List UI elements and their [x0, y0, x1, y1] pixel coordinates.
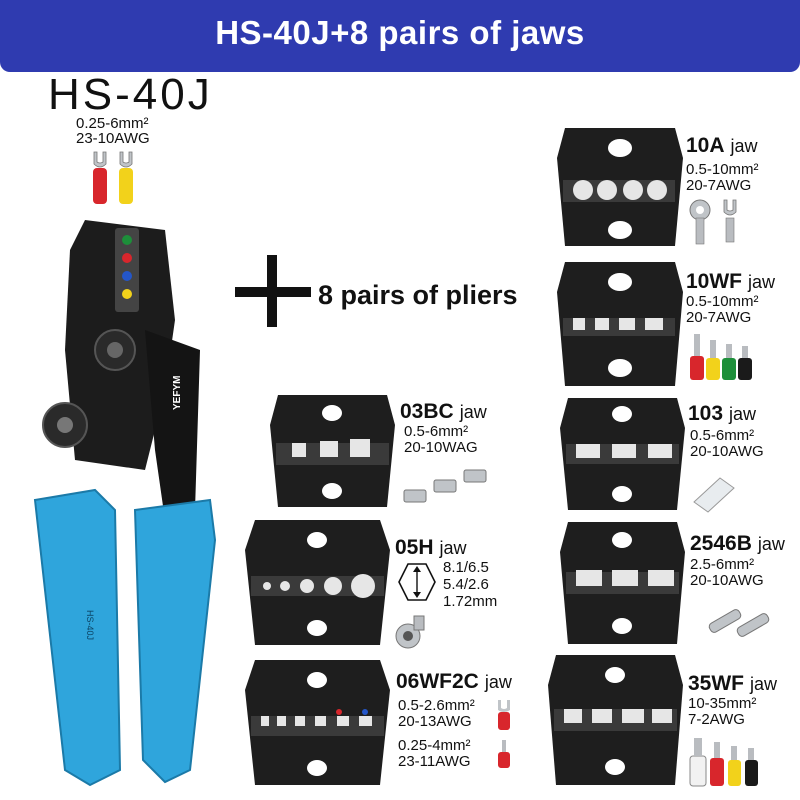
plus-icon	[235, 255, 311, 327]
jaw-10wf-image	[557, 262, 683, 386]
jaw-03bc-image	[270, 395, 395, 507]
crimper-tool-image: HS-40J YEFYM	[33, 220, 217, 787]
jaw-2546b-image	[560, 522, 685, 644]
ferrule-terminals-image	[690, 334, 752, 380]
svg-text:YEFYM: YEFYM	[172, 376, 183, 410]
large-ferrule-terminals-image	[689, 738, 758, 787]
product-spec-mm: 0.25-6mm²	[76, 115, 149, 132]
plus-label: 8 pairs of pliers	[318, 280, 518, 310]
jaw-05h-spec-2: 5.4/2.6	[443, 576, 489, 593]
jaw-06wf2c-spec-2: 20-13AWG	[398, 713, 472, 730]
title-banner: HS-40J+8 pairs of jaws	[0, 0, 800, 72]
jaw-2546b-spec-1: 2.5-6mm²	[690, 556, 755, 573]
jaw-35wf-spec-1: 10-35mm²	[688, 695, 757, 712]
jaw-06wf2c-spec-1: 0.5-2.6mm²	[398, 697, 475, 714]
bnc-connector-image	[395, 615, 425, 649]
jaw-103-image	[560, 398, 685, 510]
fork-and-ferrule-icons	[498, 700, 510, 768]
wire-nut-connector-image	[693, 477, 735, 513]
jaw-06wf2c-image	[245, 660, 390, 785]
jaw-103-spec-2: 20-10AWG	[690, 443, 764, 460]
bullet-terminals-image	[708, 609, 770, 637]
jaw-10a-image	[557, 128, 683, 246]
ring-fork-terminals-image	[689, 199, 737, 245]
product-name: HS-40J	[48, 70, 213, 119]
jaw-103-spec-1: 0.5-6mm²	[690, 427, 755, 444]
jaw-03bc-spec-2: 20-10WAG	[404, 439, 478, 456]
hexagon-dimension-icon	[398, 563, 436, 601]
jaw-03bc-spec-1: 0.5-6mm²	[404, 423, 469, 440]
jaw-35wf-image	[548, 655, 683, 785]
jaw-10wf-spec-1: 0.5-10mm²	[686, 293, 759, 310]
jaw-05h-spec-1: 8.1/6.5	[443, 559, 489, 576]
jaw-10wf-spec-2: 20-7AWG	[686, 309, 752, 326]
jaw-35wf-spec-2: 7-2AWG	[688, 711, 745, 728]
jaw-06wf2c-spec-4: 23-11AWG	[398, 753, 471, 770]
svg-text:HS-40J: HS-40J	[85, 610, 95, 640]
jaw-05h-image	[245, 520, 390, 645]
spade-terminals-image	[93, 151, 133, 204]
jaw-2546b-spec-2: 20-10AWG	[690, 572, 764, 589]
product-spec-awg: 23-10AWG	[76, 130, 150, 147]
banner-title: HS-40J+8 pairs of jaws	[215, 14, 585, 51]
jaw-10a-spec-1: 0.5-10mm²	[686, 161, 759, 178]
female-spade-terminals-image	[403, 469, 487, 503]
jaw-06wf2c-spec-3: 0.25-4mm²	[398, 737, 471, 754]
jaw-10a-spec-2: 20-7AWG	[686, 177, 752, 194]
jaw-05h-spec-3: 1.72mm	[443, 593, 498, 610]
